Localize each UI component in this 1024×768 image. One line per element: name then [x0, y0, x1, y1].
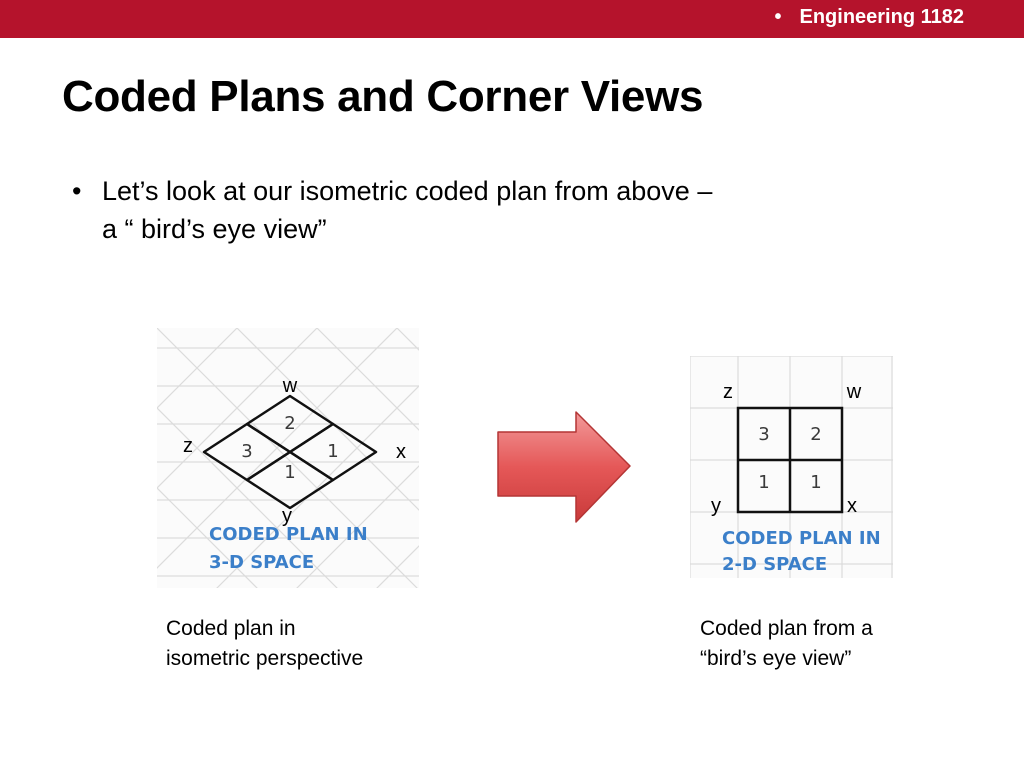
cell-right-number: 1: [327, 441, 338, 462]
corner-label-z: z: [183, 435, 193, 457]
corner-label-y: y: [711, 495, 721, 517]
slide-title: Coded Plans and Corner Views: [62, 72, 704, 121]
figure-caption-line2: 2-D SPACE: [722, 554, 827, 575]
cell-top-right-number: 2: [810, 424, 821, 445]
corner-label-w: w: [282, 375, 298, 397]
figure-caption-line1: CODED PLAN IN: [722, 528, 881, 549]
bullet-text-line2: a “ bird’s eye view”: [102, 214, 327, 244]
corner-label-y: y: [282, 505, 292, 527]
right-caption: Coded plan from a “bird’s eye view”: [700, 614, 873, 674]
right-caption-line1: Coded plan from a: [700, 617, 873, 640]
2d-coded-plan-figure: 3 2 1 1 z w y x CODED PLAN IN 2-D SPACE: [690, 356, 893, 578]
bullet-text-line1: Let’s look at our isometric coded plan f…: [102, 176, 713, 206]
cell-top-number: 2: [284, 413, 295, 434]
cell-top-left-number: 3: [758, 424, 769, 445]
left-caption-line2: isometric perspective: [166, 647, 364, 670]
isometric-coded-plan-figure: 2 3 1 1 w z x y CODED PLAN IN 3-D SPACE: [157, 328, 419, 588]
right-arrow-icon: [492, 408, 636, 528]
left-caption-line1: Coded plan in: [166, 617, 296, 640]
figure-caption-line2: 3-D SPACE: [209, 552, 314, 573]
corner-label-w: w: [846, 381, 862, 403]
figure-caption-line1: CODED PLAN IN: [209, 524, 368, 545]
square-grid-image: 3 2 1 1 z w y x CODED PLAN IN 2-D SPACE: [690, 356, 893, 578]
course-name: Engineering 1182: [799, 6, 964, 28]
corner-label-x: x: [847, 495, 857, 517]
cell-left-number: 3: [241, 441, 252, 462]
right-caption-line2: “bird’s eye view”: [700, 647, 852, 670]
isometric-grid-image: 2 3 1 1 w z x y CODED PLAN IN 3-D SPACE: [157, 328, 419, 588]
left-caption: Coded plan in isometric perspective: [166, 614, 363, 674]
cell-bottom-number: 1: [284, 462, 295, 483]
bullet-mark: •: [774, 6, 782, 28]
bullet-mark: •: [72, 176, 82, 206]
corner-label-x: x: [396, 441, 406, 463]
cell-bottom-left-number: 1: [758, 472, 769, 493]
header-bar: • Engineering 1182: [0, 0, 1024, 38]
cell-bottom-right-number: 1: [810, 472, 821, 493]
course-label: • Engineering 1182: [774, 6, 964, 29]
corner-label-z: z: [723, 381, 733, 403]
